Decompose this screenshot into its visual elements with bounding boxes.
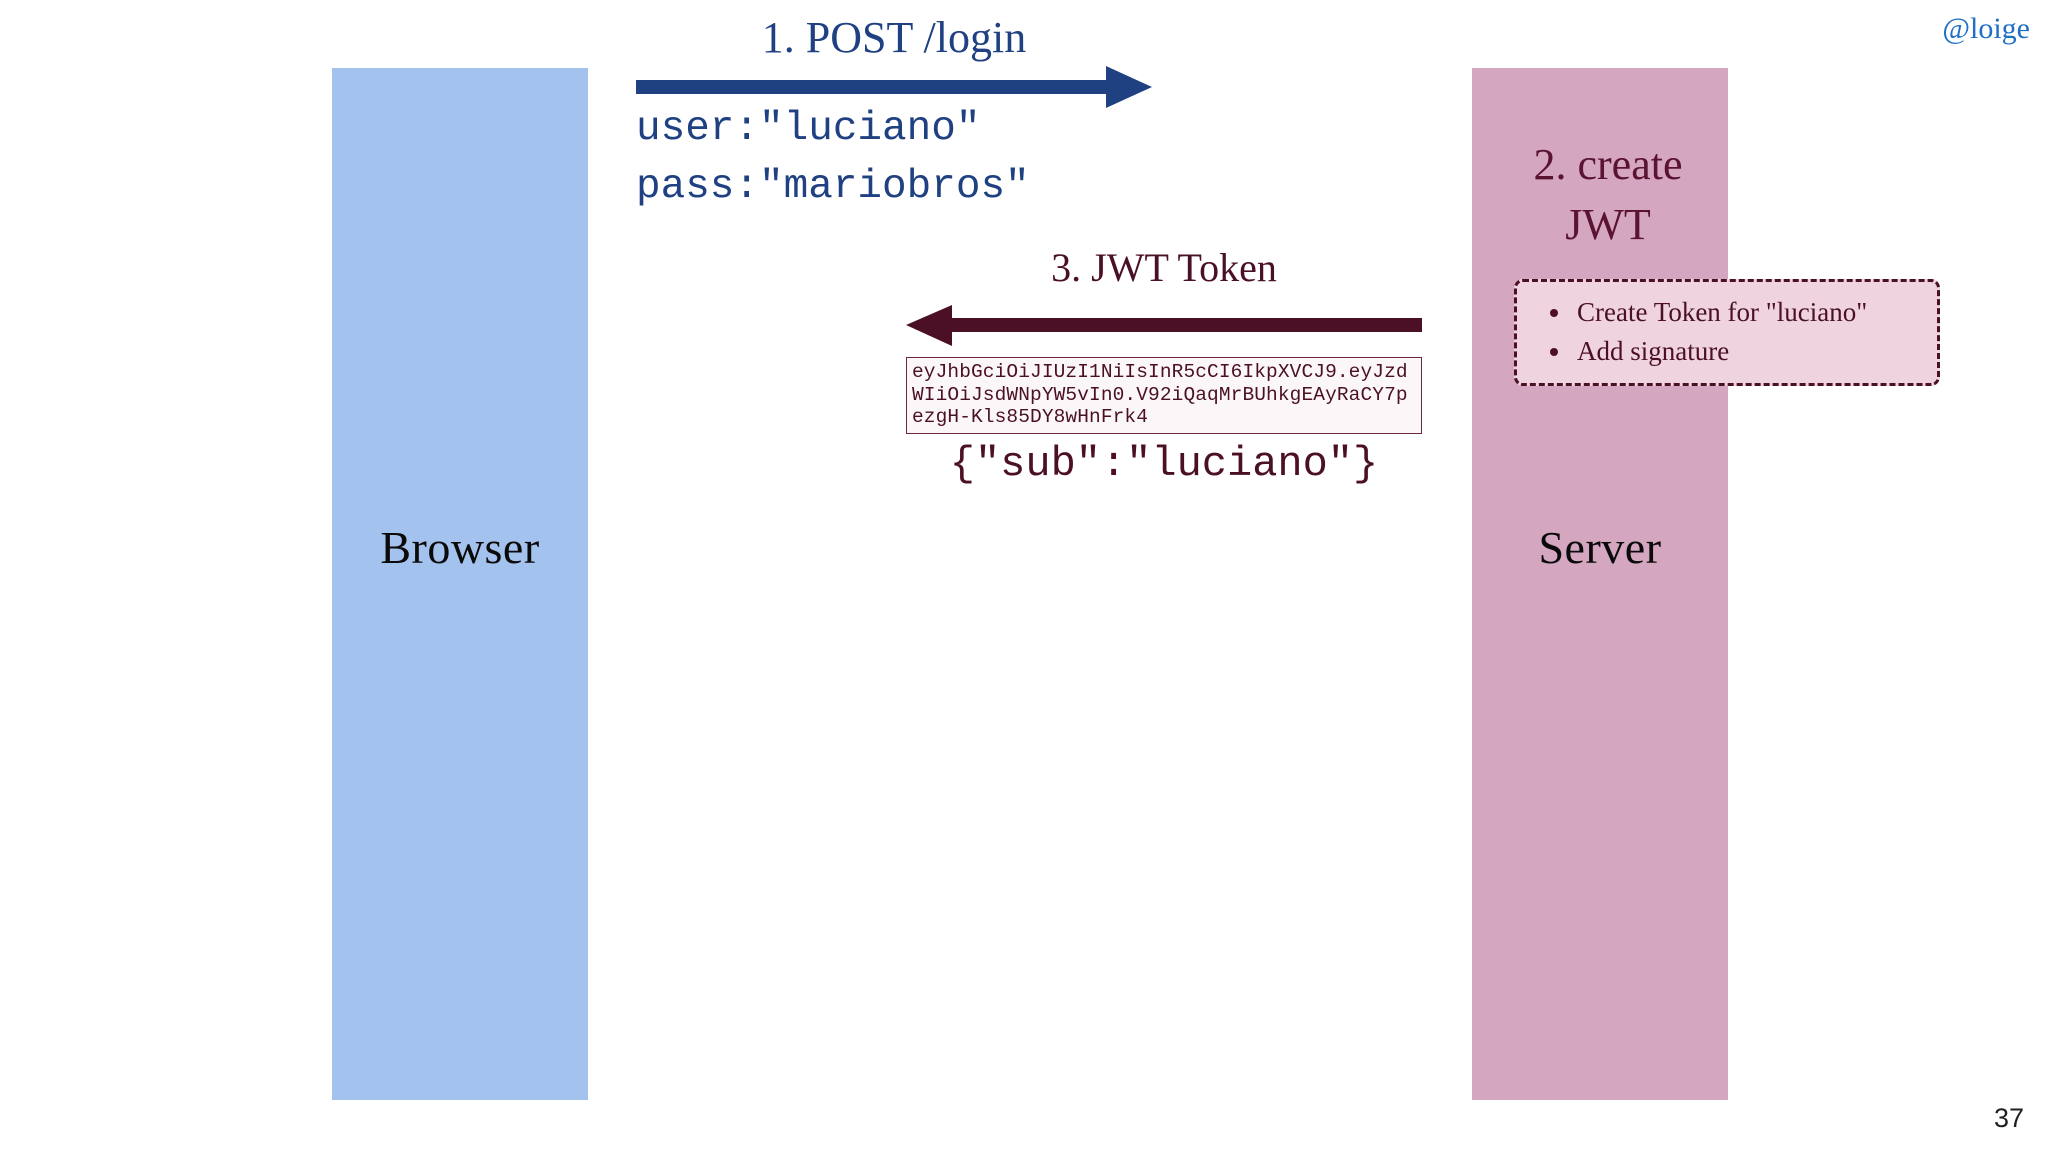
request-arrow-icon <box>636 66 1152 108</box>
step-2-label: 2. create JWT <box>1533 140 1683 249</box>
step-1-label: 1. POST /login <box>761 13 1027 62</box>
browser-lifeline-column <box>332 68 588 1100</box>
server-actions-note: Create Token for "luciano" Add signature <box>1514 279 1940 386</box>
presenter-handle: @loige <box>1942 12 2030 45</box>
step-3-label: 3. JWT Token <box>1051 245 1277 290</box>
request-payload-text: user:"luciano" pass:"mariobros" <box>636 106 1030 210</box>
page-number: 37 <box>1993 1103 2024 1133</box>
response-arrow-icon <box>906 305 1422 346</box>
list-item: Add signature <box>1573 332 1923 371</box>
browser-label: Browser <box>380 522 540 573</box>
server-label: Server <box>1538 522 1662 573</box>
list-item: Create Token for "luciano" <box>1573 293 1923 332</box>
server-lifeline-column <box>1472 68 1728 1100</box>
server-actions-list: Create Token for "luciano" Add signature <box>1531 293 1923 371</box>
jwt-token-value: eyJhbGciOiJIUzI1NiIsInR5cCI6IkpXVCJ9.eyJ… <box>906 357 1422 434</box>
jwt-decoded-payload: {"sub":"luciano"} <box>949 440 1379 488</box>
